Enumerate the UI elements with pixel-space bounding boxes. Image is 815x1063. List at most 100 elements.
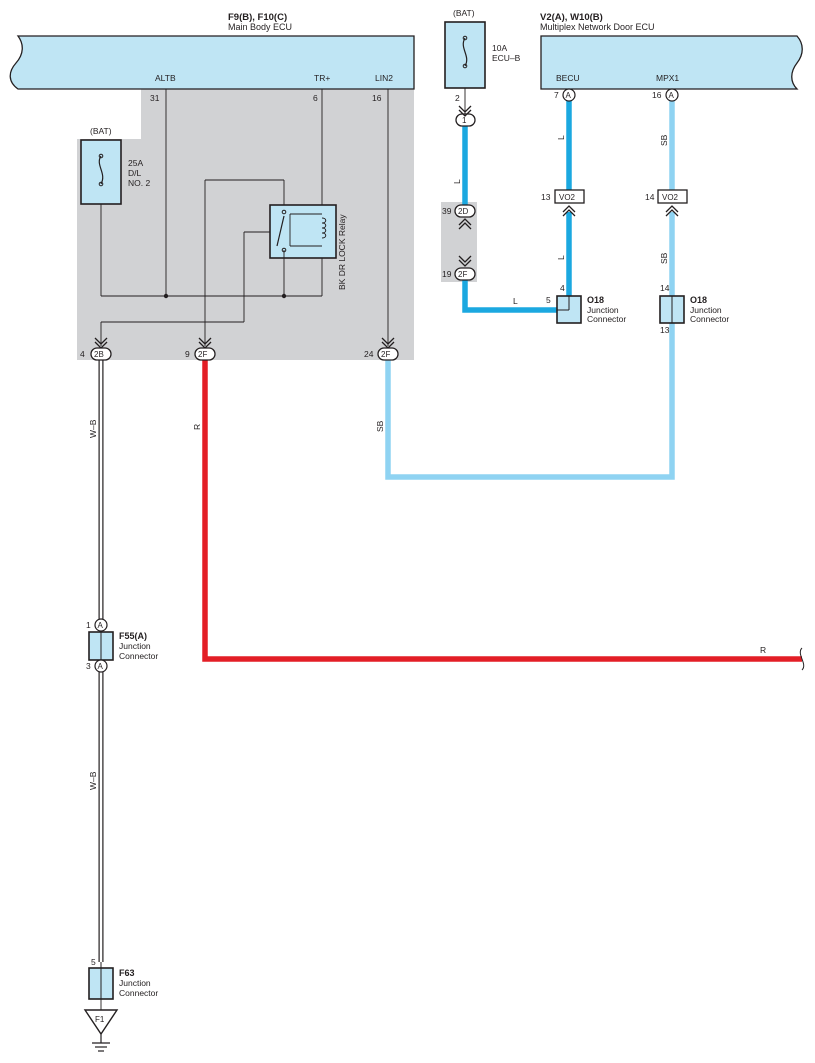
pin-f55-top: 1: [86, 620, 91, 630]
fuse-dl-bat-label: (BAT): [90, 126, 112, 136]
terminal-mpx1: MPX1: [656, 73, 679, 83]
terminal-lin2: LIN2: [375, 73, 393, 83]
connector-a-becu: [562, 88, 576, 102]
fuse-ecub-bat-label: (BAT): [453, 8, 475, 18]
connector-2f-r: [194, 347, 216, 361]
pin-f55-bottom: 3: [86, 661, 91, 671]
wire-label-r-vertical: R: [192, 424, 202, 430]
main-body-ecu-title: F9(B), F10(C): [228, 12, 287, 23]
main-body-ecu-box: [9, 35, 415, 90]
f55-label2: Connector: [119, 651, 158, 661]
wire-label-l-becu: L: [556, 135, 566, 140]
f55-label: Junction: [119, 641, 151, 651]
terminal-becu: BECU: [556, 73, 580, 83]
connector-vo2-left: [554, 189, 585, 204]
pin-altb: 31: [150, 93, 160, 103]
relay-label: BK DR LOCK Relay: [337, 214, 347, 290]
wire-label-l-left: L: [452, 179, 462, 184]
junction-dot: [163, 293, 169, 299]
connector-2f-code: 2F: [458, 270, 467, 279]
door-ecu-title: V2(A), W10(B): [540, 12, 603, 23]
pin-o18-sb-top: 14: [660, 283, 670, 293]
pin-o18-sb-bottom: 13: [660, 325, 670, 335]
connector-a-code: A: [98, 621, 104, 630]
fuse-ecub-rating: 10A: [492, 43, 507, 53]
terminal-tr-plus: TR+: [314, 73, 330, 83]
o18-l-code: O18: [587, 295, 604, 305]
connector-2b-code: 2B: [94, 350, 104, 359]
connector-2b: [90, 347, 112, 361]
wire-label-sb-lin2: SB: [375, 420, 385, 432]
relay-switch-contact: [276, 215, 285, 247]
pin-vo2-left: 13: [541, 192, 551, 202]
pin-2f-mid: 19: [442, 269, 452, 279]
wire-label-r-horizontal: R: [760, 645, 766, 655]
f63-code: F63: [119, 968, 135, 978]
pin-f63-top: 5: [91, 957, 96, 967]
wire-label-wb-lower: W–B: [88, 771, 98, 790]
bk-dr-lock-relay-box: [269, 204, 337, 259]
o18-sb-label: Junction: [690, 305, 722, 315]
connector-2f-sb: [377, 347, 399, 361]
wire-l-lower: [462, 278, 557, 313]
o18-sb-label2: Connector: [690, 314, 729, 324]
fuse-dl-number: NO. 2: [128, 178, 150, 188]
connector-a-mpx1: [665, 88, 679, 102]
connector-f55-a-bottom: [94, 659, 108, 673]
fuse-ecub-symbol: [462, 37, 468, 67]
ground-label: F1: [95, 1015, 105, 1024]
o18-l-label2: Connector: [587, 314, 626, 324]
main-ecu-internal-area: [77, 89, 414, 360]
connector-f55-a-top: [94, 618, 108, 632]
relay-coil: [321, 217, 327, 239]
f55-code: F55(A): [119, 631, 147, 641]
wire-label-l-becu-lower: L: [556, 255, 566, 260]
pin-o18-l-left: 5: [546, 295, 551, 305]
wire-r: [202, 360, 802, 662]
connector-2f-code: 2F: [381, 350, 390, 359]
o18-sb-code: O18: [690, 295, 707, 305]
connector-vo2-code: VO2: [559, 193, 576, 202]
fuse-ecub-box: [444, 21, 486, 89]
pin-lin2: 16: [372, 93, 382, 103]
wire-label-sb-mpx1-lower: SB: [659, 252, 669, 264]
pin-fuse-ecub: 2: [455, 93, 460, 103]
fuse-ecub-name: ECU–B: [492, 53, 521, 63]
pin-2f-r: 9: [185, 349, 190, 359]
wire-label-l-horizontal: L: [513, 296, 518, 306]
junction-dot: [281, 293, 287, 299]
pin-tr-plus: 6: [313, 93, 318, 103]
wire-r-break: [799, 647, 805, 671]
connector-2d-code: 2D: [458, 207, 468, 216]
wire-sb-return: [385, 322, 675, 480]
wire-label-wb-upper: W–B: [88, 419, 98, 438]
connector-vo2-right: [657, 189, 688, 204]
connector-2d: [454, 204, 476, 218]
ground-triangle: [83, 1009, 119, 1036]
connector-a-code: A: [669, 91, 675, 100]
door-ecu-subtitle: Multiplex Network Door ECU: [540, 22, 655, 32]
o18-l-label: Junction: [587, 305, 619, 315]
f63-label2: Connector: [119, 988, 158, 998]
wire-label-sb-mpx1: SB: [659, 134, 669, 146]
ground-icon: [92, 1034, 110, 1052]
connector-1-code: 1: [462, 116, 467, 125]
f63-label: Junction: [119, 978, 151, 988]
multiplex-door-ecu-box: [540, 35, 803, 90]
pin-mpx1: 16: [652, 90, 662, 100]
pin-vo2-right: 14: [645, 192, 655, 202]
fuse-dl-rating: 25A: [128, 158, 143, 168]
connector-a-code: A: [98, 662, 104, 671]
terminal-altb: ALTB: [155, 73, 176, 83]
fuse-dl-name: D/L: [128, 168, 142, 178]
connector-2f-mid: [454, 267, 476, 281]
fuse-dl-symbol: [98, 155, 104, 185]
connector-vo2-code: VO2: [662, 193, 679, 202]
pin-o18-l-top: 4: [560, 283, 565, 293]
fuse-dl-box: [80, 139, 122, 205]
connector-2f-code: 2F: [198, 350, 207, 359]
connector-1: [455, 113, 476, 127]
connector-a-code: A: [566, 91, 572, 100]
pin-becu: 7: [554, 90, 559, 100]
